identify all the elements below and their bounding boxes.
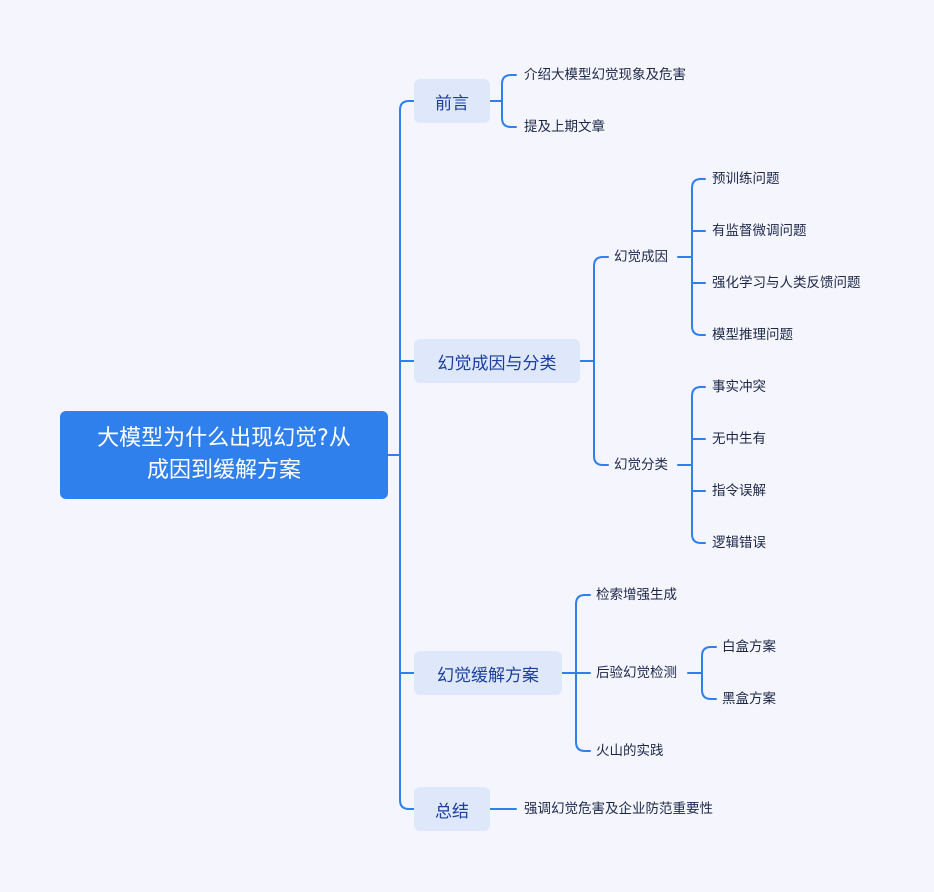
subtopic[interactable]: 事实冲突 <box>712 379 766 395</box>
topic-summary[interactable]: 总结 <box>414 787 490 831</box>
topic-label: 幻觉成因与分类 <box>437 353 557 374</box>
subtopic[interactable]: 无中生有 <box>712 431 766 447</box>
subtopic[interactable]: 检索增强生成 <box>596 587 677 603</box>
subtopic-posthoc-detection[interactable]: 后验幻觉检测 <box>596 665 677 681</box>
root-title-line1: 大模型为什么出现幻觉?从 <box>97 426 351 451</box>
topic-label: 总结 <box>435 801 469 822</box>
topic-mitigation[interactable]: 幻觉缓解方案 <box>414 651 562 695</box>
root-topic[interactable]: 大模型为什么出现幻觉?从 成因到缓解方案 <box>60 411 388 499</box>
topic-label: 前言 <box>435 93 469 114</box>
subtopic[interactable]: 逻辑错误 <box>712 535 766 551</box>
subtopic[interactable]: 黑盒方案 <box>722 691 776 707</box>
subtopic-types[interactable]: 幻觉分类 <box>614 457 668 473</box>
subtopic[interactable]: 预训练问题 <box>712 171 780 187</box>
topic-label: 幻觉缓解方案 <box>437 665 539 686</box>
subtopic[interactable]: 介绍大模型幻觉现象及危害 <box>524 67 686 83</box>
subtopic[interactable]: 火山的实践 <box>596 743 664 759</box>
subtopic[interactable]: 模型推理问题 <box>712 327 793 343</box>
root-title-line2: 成因到缓解方案 <box>146 458 301 483</box>
subtopic[interactable]: 强调幻觉危害及企业防范重要性 <box>524 801 713 817</box>
subtopic[interactable]: 有监督微调问题 <box>712 223 807 239</box>
subtopic-causes[interactable]: 幻觉成因 <box>614 249 668 265</box>
subtopic[interactable]: 提及上期文章 <box>524 119 605 135</box>
subtopic[interactable]: 白盒方案 <box>722 639 776 655</box>
subtopic[interactable]: 指令误解 <box>712 483 766 499</box>
topic-preface[interactable]: 前言 <box>414 79 490 123</box>
subtopic[interactable]: 强化学习与人类反馈问题 <box>712 275 861 291</box>
topic-causes-and-types[interactable]: 幻觉成因与分类 <box>414 339 580 383</box>
